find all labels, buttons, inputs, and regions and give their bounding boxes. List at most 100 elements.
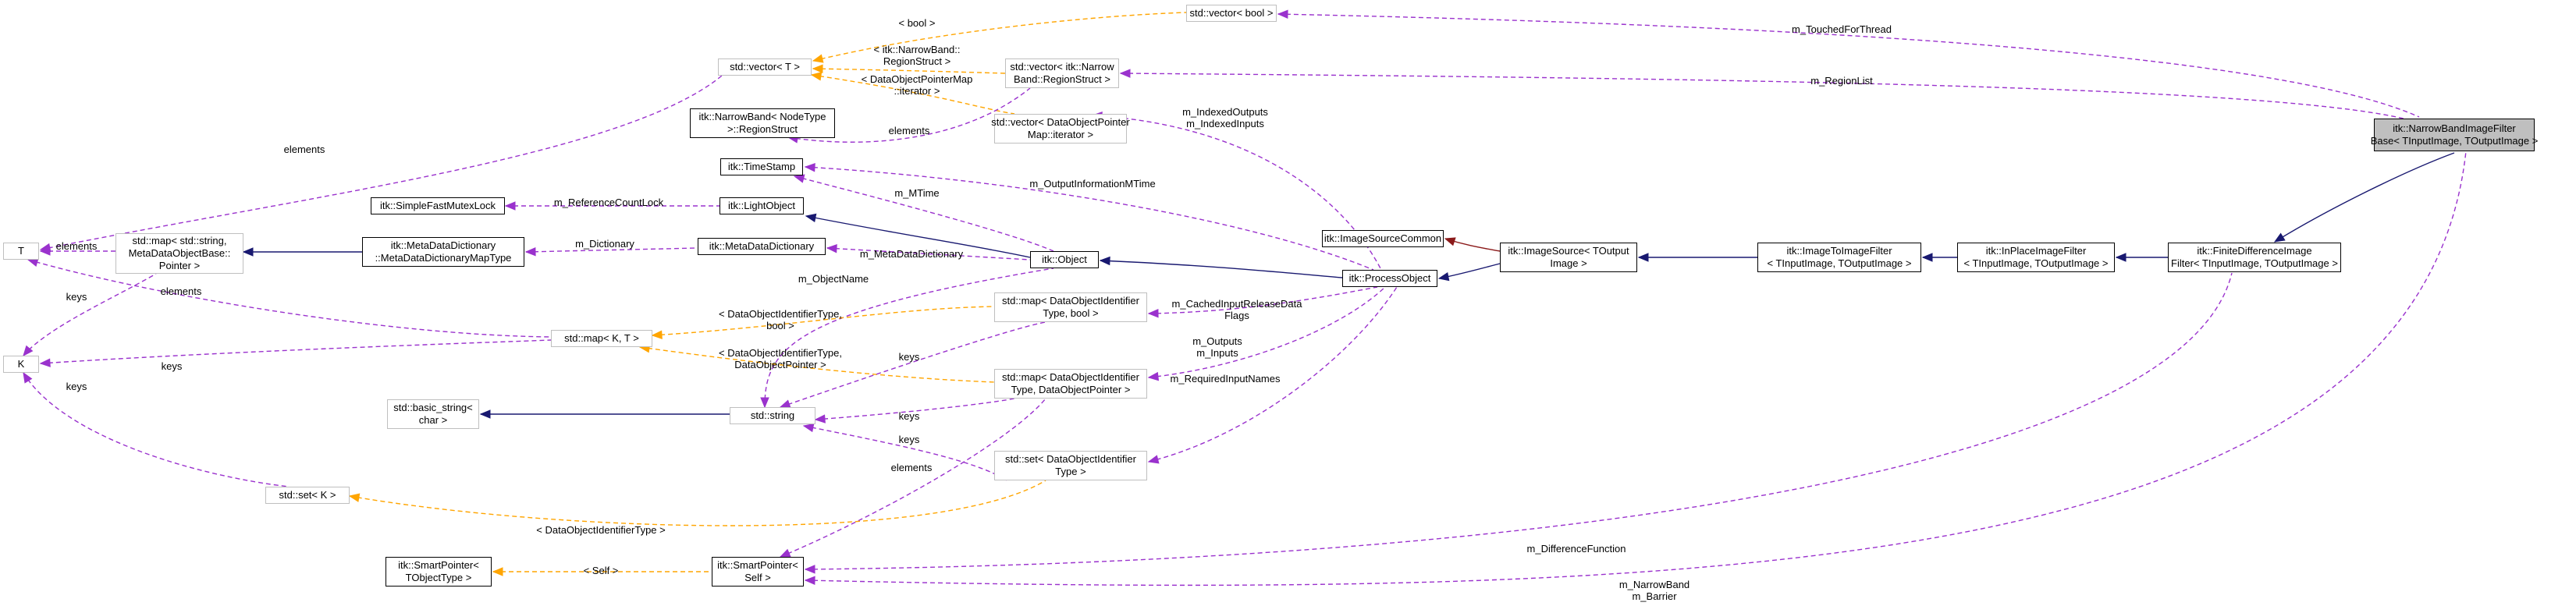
class-node-text: std::vector< DataObjectPointer	[991, 116, 1130, 128]
edge-label-text: keys	[66, 381, 87, 392]
edge-label-text: m_TouchedForThread	[1792, 23, 1892, 35]
class-node-meta-dict[interactable]: itk::MetaDataDictionary	[698, 238, 826, 255]
class-node-text: Pointer >	[158, 260, 201, 271]
inherit-inplace-imagetoimage	[1921, 253, 1957, 262]
edge-label-text: elements	[160, 285, 202, 297]
use-elements-vt	[39, 75, 723, 253]
class-node-text: < TInputImage, TOutputImage >	[1963, 257, 2109, 269]
edge-label-text: keys	[66, 291, 87, 303]
edge-label-keys-set: keys	[899, 434, 920, 445]
edge-label-text: elements	[55, 240, 98, 252]
class-node-vector-T[interactable]: std::vector< T >	[718, 58, 812, 76]
class-node-text: ::MetaDataDictionaryMapType	[375, 252, 512, 264]
class-node-text: itk::NarrowBandImageFilter	[2393, 122, 2516, 134]
edge-label-elements-vt: elements	[284, 144, 325, 155]
use-regionlist	[1119, 69, 2404, 119]
edge-label-keys-set-k: keys	[66, 381, 87, 392]
class-node-text: T	[18, 245, 24, 257]
class-node-timestamp[interactable]: itk::TimeStamp	[720, 158, 803, 175]
class-node-vector-bool[interactable]: std::vector< bool >	[1186, 5, 1277, 22]
edge-label-text: m_OutputInformationMTime	[1029, 178, 1156, 190]
edge-label-text: elements	[283, 144, 325, 155]
use-outinfo	[804, 163, 1374, 271]
class-node-light-object[interactable]: itk::LightObject	[720, 197, 804, 214]
use-elements-sp	[779, 398, 1046, 558]
edge-label-elements-kt: elements	[161, 285, 202, 297]
edge-label-keys-map: keys	[66, 291, 87, 303]
class-node-text: std::vector< itk::Narrow	[1010, 61, 1114, 73]
class-node-K[interactable]: K	[3, 356, 39, 373]
use-touched	[1277, 9, 2420, 118]
class-node-set-K[interactable]: std::set< K >	[265, 487, 350, 504]
tpl-smartptr-self	[492, 567, 712, 576]
class-node-text: itk::Object	[1042, 253, 1087, 265]
edge-label-mtime: m_MTime	[894, 187, 939, 199]
class-node-inplace[interactable]: itk::InPlaceImageFilter< TInputImage, TO…	[1957, 243, 2115, 272]
class-node-simple-lock[interactable]: itk::SimpleFastMutexLock	[371, 197, 505, 214]
class-node-basic-string[interactable]: std::basic_string<char >	[387, 399, 479, 429]
use-keys-ptr	[814, 398, 1015, 423]
class-node-text: Base< TInputImage, TOutputImage >	[2370, 135, 2539, 147]
edge-label-text: m_ObjectName	[798, 273, 869, 285]
edge-label-text: bool >	[766, 320, 794, 331]
use-dictionary	[524, 246, 698, 257]
use-keys-set	[802, 423, 1007, 481]
edge-label-object-name: m_ObjectName	[798, 273, 869, 285]
class-node-text: itk::SmartPointer<	[398, 559, 479, 571]
class-node-text: Type, bool >	[1043, 307, 1099, 319]
edge-label-bool-tmpl: < bool >	[899, 17, 936, 29]
class-node-image-source-common[interactable]: itk::ImageSourceCommon	[1322, 230, 1444, 247]
class-node-process-object[interactable]: itk::ProcessObject	[1342, 270, 1437, 287]
inherit-processobject-object	[1099, 256, 1343, 278]
class-node-object[interactable]: itk::Object	[1030, 251, 1099, 268]
inherit-narrowband-finitediff	[2273, 152, 2455, 243]
edge-label-elements-map: elements	[56, 240, 98, 252]
class-node-image-to-image[interactable]: itk::ImageToImageFilter< TInputImage, TO…	[1757, 243, 1921, 272]
tpl-vector-region	[812, 64, 1006, 74]
class-node-meta-dict-map[interactable]: itk::MetaDataDictionary::MetaDataDiction…	[362, 237, 524, 267]
inherit-imagesource-processobject	[1437, 263, 1501, 282]
edge-label-dot-tmpl: < DataObjectIdentifierType >	[536, 524, 665, 536]
class-node-map-string[interactable]: std::map< std::string,MetaDataObjectBase…	[115, 233, 243, 274]
class-node-text: itk::MetaDataDictionary	[390, 239, 496, 251]
tpl-vector-bool	[812, 12, 1187, 63]
edge-label-dop-tmpl: < DataObjectPointerMap::iterator >	[862, 73, 973, 97]
edge-label-text: m_ReferenceCountLock	[553, 197, 664, 208]
class-node-text: Map::iterator >	[1027, 129, 1094, 140]
class-node-T[interactable]: T	[3, 243, 39, 260]
edge-label-text: m_IndexedInputs	[1186, 118, 1264, 129]
edge-label-keys-kt: keys	[162, 360, 183, 372]
edge-label-text: m_Dictionary	[575, 238, 634, 250]
class-node-string[interactable]: std::string	[730, 407, 815, 424]
class-node-smartptr-T[interactable]: itk::SmartPointer<TObjectType >	[386, 557, 492, 587]
class-node-text: K	[17, 358, 25, 370]
edge-label-text: m_Barrier	[1632, 590, 1677, 602]
class-node-text: itk::LightObject	[728, 200, 795, 211]
class-node-text: itk::TimeStamp	[727, 161, 796, 172]
edge-label-text: < DataObjectIdentifierType,	[719, 308, 842, 320]
use-keys-setk	[23, 371, 290, 487]
class-node-smartptr-self[interactable]: itk::SmartPointer<Self >	[712, 557, 804, 587]
class-node-text: >::RegionStruct	[727, 123, 798, 135]
class-node-nb-regionstruct[interactable]: itk::NarrowBand< NodeType>::RegionStruct	[690, 108, 835, 138]
class-node-text: std::set< K >	[279, 489, 336, 501]
edge-label-text: m_CachedInputReleaseData	[1171, 298, 1302, 310]
use-elements-map	[39, 246, 115, 256]
inherit-object-lightobject	[805, 213, 1031, 258]
edge-label-text: < DataObjectPointerMap	[861, 73, 973, 85]
class-node-text: std::basic_string<	[393, 402, 473, 413]
class-node-map-K-T[interactable]: std::map< K, T >	[551, 330, 652, 347]
edge-label-text: keys	[898, 434, 920, 445]
class-node-text: Type >	[1055, 466, 1086, 477]
